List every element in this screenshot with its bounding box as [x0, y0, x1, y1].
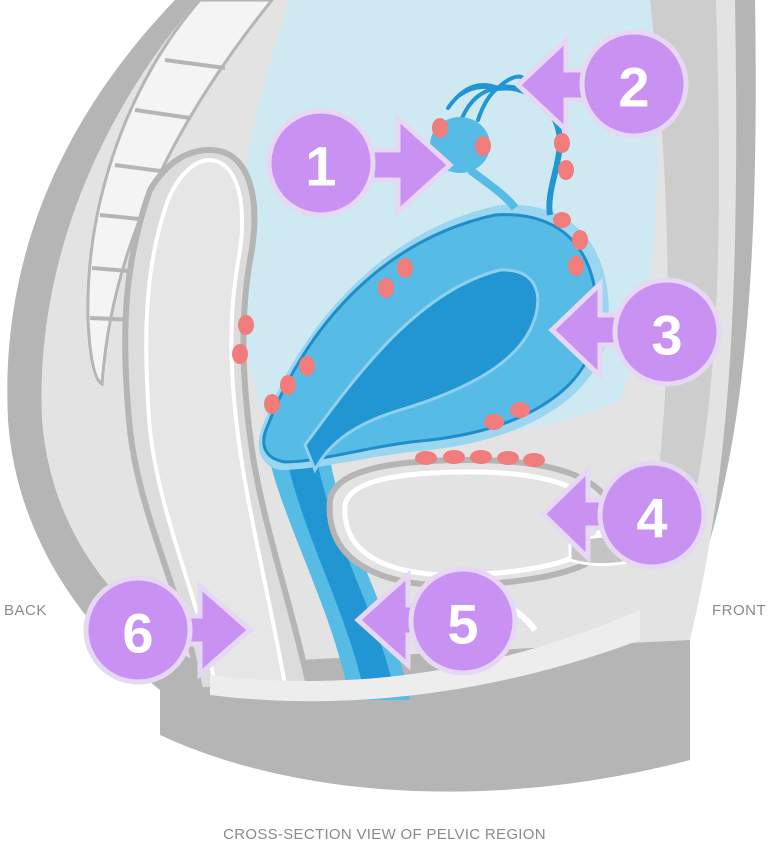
spot [280, 375, 296, 395]
marker-1-number: 1 [305, 135, 336, 198]
spot [568, 256, 584, 276]
marker-1-circle [266, 108, 376, 218]
spot [397, 258, 413, 278]
spot [484, 414, 504, 430]
spot [558, 160, 574, 180]
marker-2: 2 [514, 29, 689, 139]
spot [432, 118, 448, 138]
front-label: FRONT [712, 602, 767, 619]
vagina-inner [285, 450, 395, 695]
spot [470, 450, 492, 464]
spot [497, 451, 519, 465]
marker-6-circle [83, 575, 193, 685]
marker-3-circle [612, 277, 722, 387]
ovarian-ligament [467, 166, 519, 211]
marker-4-circle [597, 460, 707, 570]
spot [572, 230, 588, 250]
marker-5-circle [408, 566, 518, 676]
marker-6: 6 [83, 575, 254, 685]
diagram-caption: CROSS-SECTION VIEW OF PELVIC REGION [223, 826, 546, 843]
marker-3: 3 [548, 277, 722, 387]
spot [378, 278, 394, 298]
spot [553, 212, 571, 228]
spot [232, 344, 248, 364]
marker-2-number: 2 [618, 56, 649, 119]
spot [523, 453, 545, 467]
spot [554, 133, 570, 153]
endometrium [303, 268, 540, 474]
endometriosis-spots [232, 118, 588, 467]
spot [443, 450, 465, 464]
marker-6-number: 6 [122, 602, 153, 665]
marker-5-number: 5 [447, 593, 478, 656]
marker-4: 4 [539, 460, 707, 570]
marker-1: 1 [266, 108, 454, 218]
spot [264, 394, 280, 414]
marker-2-circle [579, 29, 689, 139]
front-abdominal-wall [650, 0, 720, 540]
marker-4-number: 4 [636, 487, 667, 550]
spot [299, 356, 315, 376]
spot [475, 136, 491, 156]
spine [86, 0, 274, 387]
markers: 1 2 3 4 5 6 [83, 29, 722, 685]
spot [238, 315, 254, 335]
lower-tissue-band [210, 610, 640, 702]
marker-5: 5 [354, 566, 518, 676]
fimbriae [446, 74, 530, 122]
spot [510, 402, 530, 418]
right-arrow-icon [369, 112, 454, 218]
marker-3-number: 3 [651, 304, 682, 367]
spot [415, 451, 437, 465]
back-label: BACK [4, 602, 47, 619]
